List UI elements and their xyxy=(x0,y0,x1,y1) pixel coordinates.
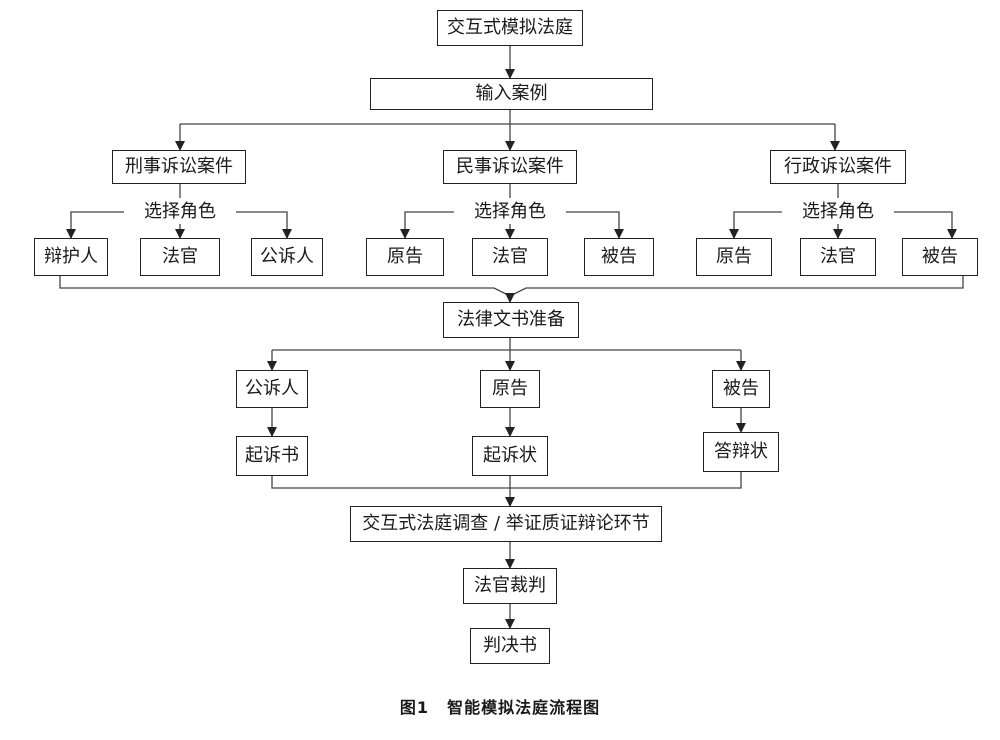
roles-merge-bracket xyxy=(59,276,964,297)
arrow-civil-left xyxy=(400,211,454,239)
role-prosecutor-box: 公诉人 xyxy=(251,238,323,276)
documents-merge-bracket xyxy=(271,472,742,489)
role-plaintiff-admin-box: 原告 xyxy=(696,238,772,276)
arrow-criminal-right xyxy=(236,211,292,239)
civil-select-role-label: 选择角色 xyxy=(470,201,550,223)
arrow-criminal-left xyxy=(66,211,124,239)
criminal-case-box: 刑事诉讼案件 xyxy=(112,150,246,184)
role-plaintiff-civil-box: 原告 xyxy=(366,238,444,276)
civil-case-box: 民事诉讼案件 xyxy=(443,150,577,184)
party-plaintiff-box: 原告 xyxy=(480,370,540,408)
figure-label: 图1 xyxy=(399,698,430,717)
role-judge-admin-box: 法官 xyxy=(800,238,876,276)
arrow-admin-right xyxy=(894,211,957,239)
administrative-case-box: 行政诉讼案件 xyxy=(770,150,906,184)
role-defense-lawyer-box: 辩护人 xyxy=(34,238,108,276)
criminal-select-role-label: 选择角色 xyxy=(140,201,220,223)
arrow-civil-right xyxy=(566,211,624,239)
role-defendant-civil-box: 被告 xyxy=(584,238,654,276)
doc-indictment-box: 起诉书 xyxy=(236,436,308,476)
figure-caption: 图1 智能模拟法庭流程图 xyxy=(0,694,1000,718)
document-prep-box: 法律文书准备 xyxy=(443,302,579,338)
verdict-box: 判决书 xyxy=(470,628,550,664)
judgment-box: 法官裁判 xyxy=(463,568,557,604)
administrative-select-role-label: 选择角色 xyxy=(798,201,878,223)
party-defendant-box: 被告 xyxy=(712,370,770,408)
role-judge-civil-box: 法官 xyxy=(472,238,548,276)
role-judge-criminal-box: 法官 xyxy=(140,238,220,276)
input-case-box: 输入案例 xyxy=(370,78,653,110)
title-box: 交互式模拟法庭 xyxy=(437,10,583,46)
party-prosecutor-box: 公诉人 xyxy=(236,370,308,408)
doc-complaint-box: 起诉状 xyxy=(472,436,548,476)
investigation-box: 交互式法庭调查 / 举证质证辩论环节 xyxy=(350,506,662,542)
doc-defense-statement-box: 答辩状 xyxy=(703,432,779,472)
figure-caption-text: 智能模拟法庭流程图 xyxy=(447,698,601,717)
arrow-admin-left xyxy=(729,211,782,239)
role-defendant-admin-box: 被告 xyxy=(902,238,978,276)
